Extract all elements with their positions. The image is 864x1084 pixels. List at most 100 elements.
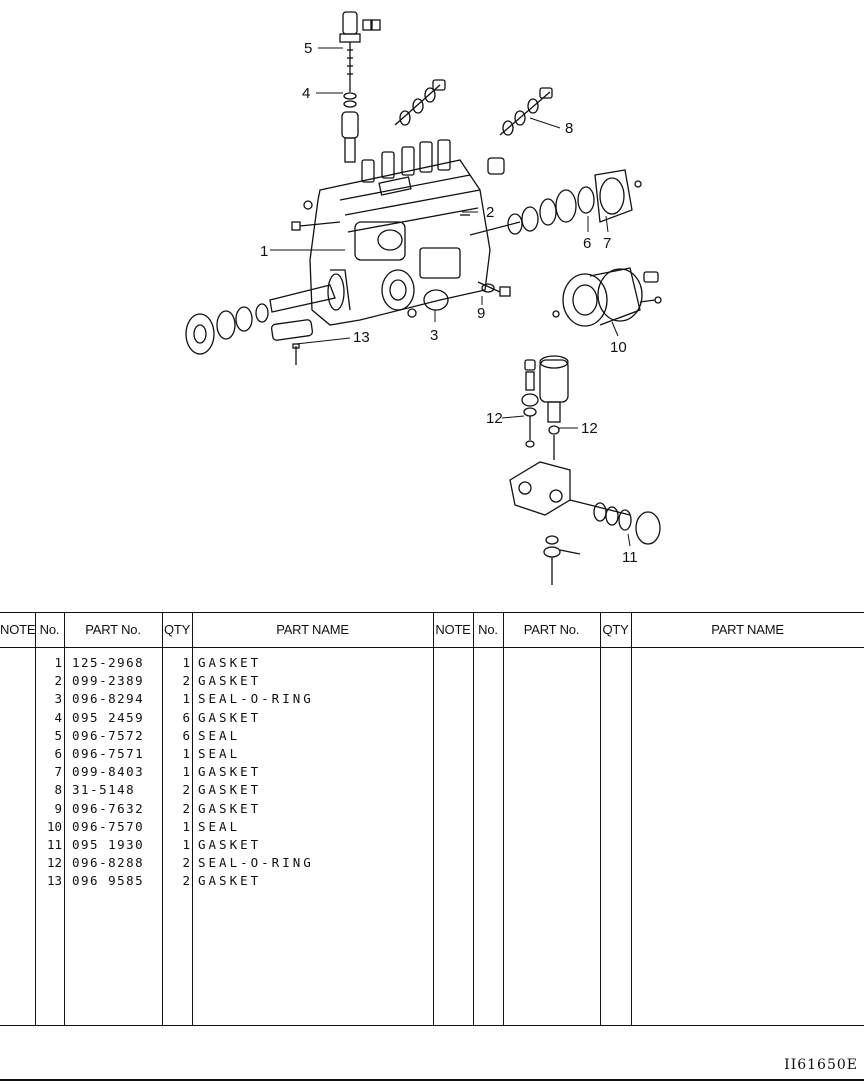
- callout-2: 2: [486, 204, 494, 221]
- part-number: 096-7570: [72, 818, 145, 834]
- item-number: 10: [46, 818, 62, 834]
- quantity: 6: [182, 727, 190, 743]
- part-name: GASKET: [198, 782, 262, 798]
- item-number: 12: [46, 855, 62, 871]
- part-name: SEAL: [198, 727, 241, 743]
- quantity: 1: [182, 746, 190, 761]
- part-number: 095 2459: [72, 709, 145, 725]
- header-part-no-2: PART No.: [523, 622, 580, 637]
- quantity: 1: [182, 655, 190, 670]
- part-name: GASKET: [198, 709, 262, 725]
- exploded-view-diagram: 1 2 3 4 5 6 7 8 9 10 11 12 12 13: [185, 11, 662, 585]
- quantity: 1: [182, 837, 190, 852]
- item-number: 5: [54, 727, 62, 743]
- header-qty-2: QTY: [602, 622, 629, 637]
- item-number: 2: [54, 673, 62, 689]
- part-name: SEAL-O-RING: [198, 855, 314, 871]
- pump-housing: [309, 159, 491, 326]
- table-row: 7 099-8403 1 GASKET: [0, 763, 864, 781]
- item-number: 11: [46, 837, 62, 852]
- part-name: GASKET: [198, 673, 262, 689]
- quantity: 2: [182, 673, 190, 689]
- callout-13: 13: [353, 329, 370, 346]
- header-no-2: No.: [478, 622, 498, 637]
- table-row: 4 095 2459 6 GASKET: [0, 709, 864, 727]
- quantity: 6: [182, 709, 190, 725]
- quantity: 2: [182, 800, 190, 816]
- part-number: 099-8403: [72, 764, 145, 780]
- drive-shaft-seals: [185, 273, 345, 355]
- part-number: 096 9585: [72, 873, 145, 889]
- part-number: 096-8294: [72, 691, 145, 707]
- quantity: 1: [182, 691, 190, 707]
- table-top-rule: [0, 612, 864, 613]
- callout-3: 3: [430, 327, 438, 344]
- header-note: NOTE: [0, 622, 36, 637]
- table-row: 11 095 1930 1 GASKET: [0, 836, 864, 854]
- header-qty: QTY: [163, 622, 191, 637]
- part-name: GASKET: [198, 800, 262, 816]
- part-name: GASKET: [198, 837, 262, 852]
- quantity: 2: [182, 873, 190, 889]
- timer-cover-part: [552, 267, 662, 327]
- parts-list-table: NOTE No. PART No. QTY PART NAME NOTE No.…: [0, 612, 864, 1026]
- table-row: 3 096-8294 1 SEAL-O-RING: [0, 690, 864, 708]
- part-name: SEAL-O-RING: [198, 691, 314, 707]
- page-bottom-rule: [0, 1079, 864, 1081]
- header-bottom-rule: [0, 647, 864, 648]
- part-number: 096-7572: [72, 727, 145, 743]
- part-name: GASKET: [198, 764, 262, 780]
- pump-head-fittings: [361, 139, 505, 183]
- header-part-name-2: PART NAME: [711, 622, 784, 637]
- nozzle-holder-part: [339, 11, 381, 163]
- delivery-valve-fittings: [394, 79, 553, 136]
- part-name: SEAL: [198, 818, 241, 834]
- header-part-no: PART No.: [85, 622, 141, 637]
- header-note-2: NOTE: [435, 622, 471, 637]
- table-row: 13 096 9585 2 GASKET: [0, 872, 864, 890]
- header-part-name: PART NAME: [276, 622, 349, 637]
- part-number: 096-7571: [72, 746, 145, 761]
- table-row: 10 096-7570 1 SEAL: [0, 818, 864, 836]
- header-no: No.: [39, 622, 60, 637]
- callout-labels: 1 2 3 4 5 6 7 8 9 10 11 12 12 13: [260, 40, 638, 566]
- callout-5: 5: [304, 40, 312, 57]
- callout-4: 4: [302, 85, 310, 102]
- table-row: 5 096-7572 6 SEAL: [0, 727, 864, 745]
- callout-9: 9: [477, 305, 485, 322]
- callout-leaders: [270, 47, 631, 547]
- item-number: 13: [46, 873, 62, 889]
- item-number: 7: [54, 764, 62, 780]
- part-number: 095 1930: [72, 837, 145, 852]
- fuel-injection-pump-drawing: 1 2 3 4 5 6 7 8 9 10 11 12 12 13: [185, 11, 662, 585]
- callout-6: 6: [583, 235, 591, 252]
- item-number: 3: [54, 691, 62, 707]
- quantity: 2: [182, 855, 190, 871]
- governor-shaft-seals: [469, 169, 642, 236]
- part-number: 125-2968: [72, 655, 145, 670]
- item-number: 8: [54, 782, 62, 798]
- callout-1: 1: [260, 243, 268, 260]
- table-row: 6 096-7571 1 SEAL: [0, 745, 864, 763]
- part-name: GASKET: [198, 655, 262, 670]
- table-row: 9 096-7632 2 GASKET: [0, 800, 864, 818]
- part-name: SEAL: [198, 746, 241, 761]
- callout-10: 10: [610, 339, 627, 356]
- item-number: 4: [54, 709, 62, 725]
- part-number: 096-7632: [72, 800, 145, 816]
- callout-7: 7: [603, 235, 611, 252]
- callout-11: 11: [622, 549, 638, 566]
- quantity: 1: [182, 764, 190, 780]
- item-number: 9: [54, 800, 62, 816]
- part-number: 096-8288: [72, 855, 145, 871]
- quantity: 2: [182, 782, 190, 798]
- small-fasteners: [270, 200, 511, 365]
- table-bottom-rule: [0, 1025, 864, 1026]
- item-number: 6: [54, 746, 62, 761]
- feed-pump-assembly: [509, 355, 661, 585]
- part-name: GASKET: [198, 873, 262, 889]
- quantity: 1: [182, 818, 190, 834]
- table-row: 12 096-8288 2 SEAL-O-RING: [0, 854, 864, 872]
